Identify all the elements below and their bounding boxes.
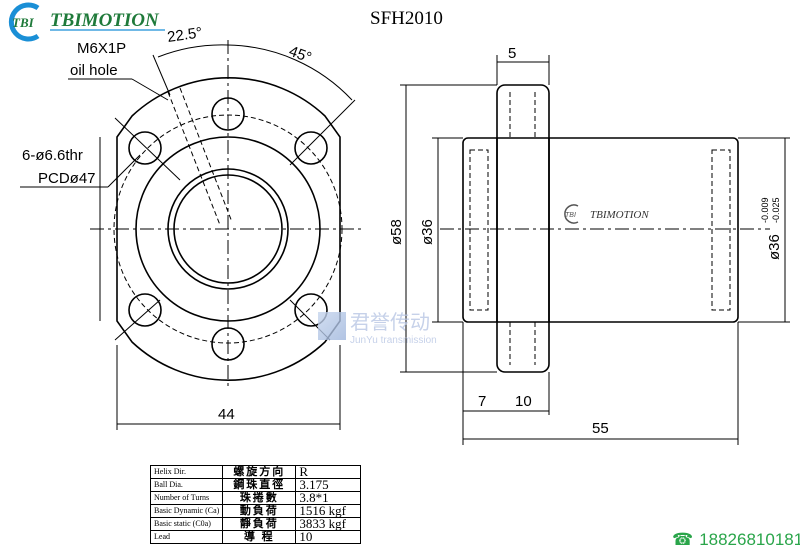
watermark-logo-icon [318,312,346,340]
flange-thickness-label: 5 [508,45,516,62]
spec-name-zh: 鋼珠直徑 [222,478,297,492]
spec-name-zh: 動負荷 [222,504,297,518]
dim-7-label: 7 [478,393,486,410]
telephone-icon: ☎ [672,530,694,549]
svg-text:TBIMOTION: TBIMOTION [590,209,649,221]
oil-hole-thread-label: M6X1P [77,40,126,57]
body-dia-label: ø36 [766,234,783,260]
spec-value: 3833 kgf [295,517,362,531]
spec-name-zh: 珠捲數 [222,491,297,505]
front-view [20,40,365,430]
spec-value: 10 [295,530,362,544]
tbi-logo: TBI TBIMOTION [8,2,165,42]
spec-name-zh: 導 程 [222,530,297,544]
length-dim-label: 55 [592,420,609,437]
spec-name-zh: 螺旋方向 [222,465,297,479]
svg-text:TBIMOTION: TBIMOTION [50,10,160,31]
watermark-en: JunYu transmission [350,335,437,346]
angle-oil-label: 22.5° [166,24,203,46]
oil-hole-label: oil hole [70,62,118,79]
spec-name-zh: 靜負荷 [222,517,297,531]
drawing-title: SFH2010 [370,8,443,29]
holes-label: 6-ø6.6thr [22,147,83,164]
spec-name: Basic static (C0a) [149,517,224,531]
spec-name: Number of Turns [149,491,224,505]
spec-value: 3.8*1 [295,491,362,505]
outer-dia-label: ø58 [388,219,405,245]
contact-phone: ☎ 18826810181 [672,530,800,550]
width-dim-label: 44 [218,406,235,423]
watermark: 君誉传动 JunYu transmission [318,306,437,346]
body-tol-lower: -0.025 [771,197,781,223]
body-tol-upper: -0.009 [760,197,770,223]
body-logo: TBI TBIMOTION [564,204,649,224]
side-view [400,55,790,445]
phone-number: 18826810181 [699,530,800,549]
spec-name: Ball Dia. [149,478,224,492]
spec-name: Basic Dynamic (Ca) [149,504,224,518]
dim-10-label: 10 [515,393,532,410]
svg-text:TBI: TBI [12,15,35,30]
svg-text:TBI: TBI [565,212,576,219]
spec-name: Lead [149,530,224,544]
angle-holes-label: 45° [287,43,314,67]
watermark-zh: 君誉传动 [350,312,430,334]
spec-value: 1516 kgf [295,504,362,518]
pcd-label: PCDø47 [38,170,96,187]
spec-name: Helix Dir. [149,465,224,479]
flange-dia-label: ø36 [419,219,436,245]
